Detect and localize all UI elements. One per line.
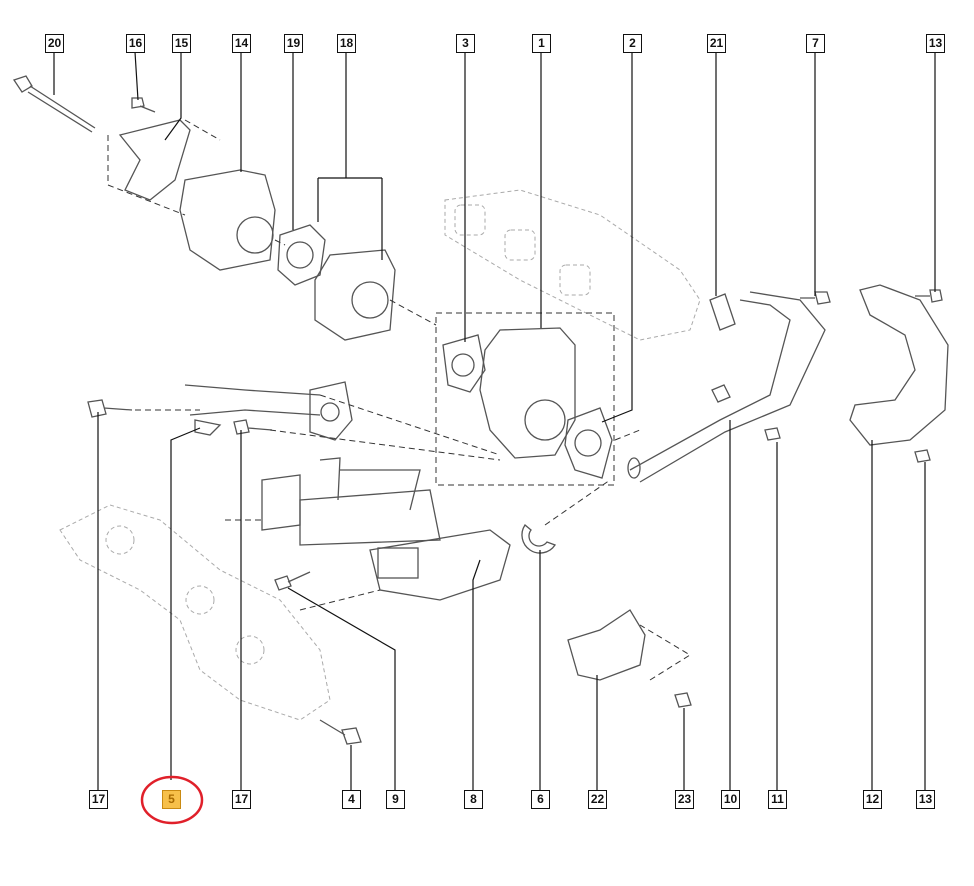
- assembly-lines: [107, 119, 691, 681]
- bolt-17-right-part: [233, 419, 273, 435]
- bolt-23-part: [674, 692, 692, 708]
- callout-8[interactable]: 8: [464, 790, 483, 809]
- callout-4[interactable]: 4: [342, 790, 361, 809]
- gasket-19-part: [277, 224, 326, 286]
- leader-lines: [53, 51, 936, 790]
- callout-16[interactable]: 16: [126, 34, 145, 53]
- callout-17-right[interactable]: 17: [232, 790, 251, 809]
- callout-15[interactable]: 15: [172, 34, 191, 53]
- exhaust-manifold-ghost: [444, 189, 701, 341]
- heat-shield-part: [849, 284, 949, 446]
- callout-12[interactable]: 12: [863, 790, 882, 809]
- callout-10[interactable]: 10: [721, 790, 740, 809]
- callout-14[interactable]: 14: [232, 34, 251, 53]
- bolt-9-part: [274, 571, 311, 591]
- egr-pipe-part: [184, 381, 353, 441]
- egr-cooler-part: [261, 457, 511, 601]
- gasket-3-part: [442, 334, 486, 393]
- callout-19[interactable]: 19: [284, 34, 303, 53]
- shield-22-part: [567, 609, 646, 681]
- bolt-7-part: [800, 291, 831, 305]
- callout-6[interactable]: 6: [531, 790, 550, 809]
- callout-20[interactable]: 20: [45, 34, 64, 53]
- bolt-13-top-part: [915, 289, 943, 303]
- callout-3[interactable]: 3: [456, 34, 475, 53]
- callout-13-bottom[interactable]: 13: [916, 790, 935, 809]
- adapter-part: [314, 249, 396, 341]
- highlight-circle: [140, 775, 204, 825]
- bolt-4-part: [319, 719, 362, 745]
- callout-7[interactable]: 7: [806, 34, 825, 53]
- callout-22[interactable]: 22: [588, 790, 607, 809]
- callout-18[interactable]: 18: [337, 34, 356, 53]
- bolt-11-part: [764, 427, 781, 441]
- callout-1[interactable]: 1: [532, 34, 551, 53]
- gasket-2-part: [564, 407, 613, 479]
- callout-5-highlighted[interactable]: 5: [162, 790, 181, 809]
- bracket-part: [118, 119, 191, 201]
- egr-valve-part: [479, 327, 576, 459]
- callout-11[interactable]: 11: [768, 790, 787, 809]
- long-bolt-part: [12, 75, 96, 133]
- flange-21-part: [709, 293, 736, 331]
- intake-manifold-ghost: [59, 504, 331, 721]
- flex-pipe-part: [627, 291, 826, 483]
- bolt-13-bottom-part: [914, 449, 931, 463]
- throttle-body-part: [179, 169, 276, 271]
- callout-21[interactable]: 21: [707, 34, 726, 53]
- callout-9[interactable]: 9: [386, 790, 405, 809]
- callout-2[interactable]: 2: [623, 34, 642, 53]
- bolt-17-left-part: [87, 399, 133, 418]
- bolt-16-part: [131, 97, 156, 113]
- callout-13-top[interactable]: 13: [926, 34, 945, 53]
- callout-17-left[interactable]: 17: [89, 790, 108, 809]
- clamp-part: [521, 524, 556, 554]
- callout-23[interactable]: 23: [675, 790, 694, 809]
